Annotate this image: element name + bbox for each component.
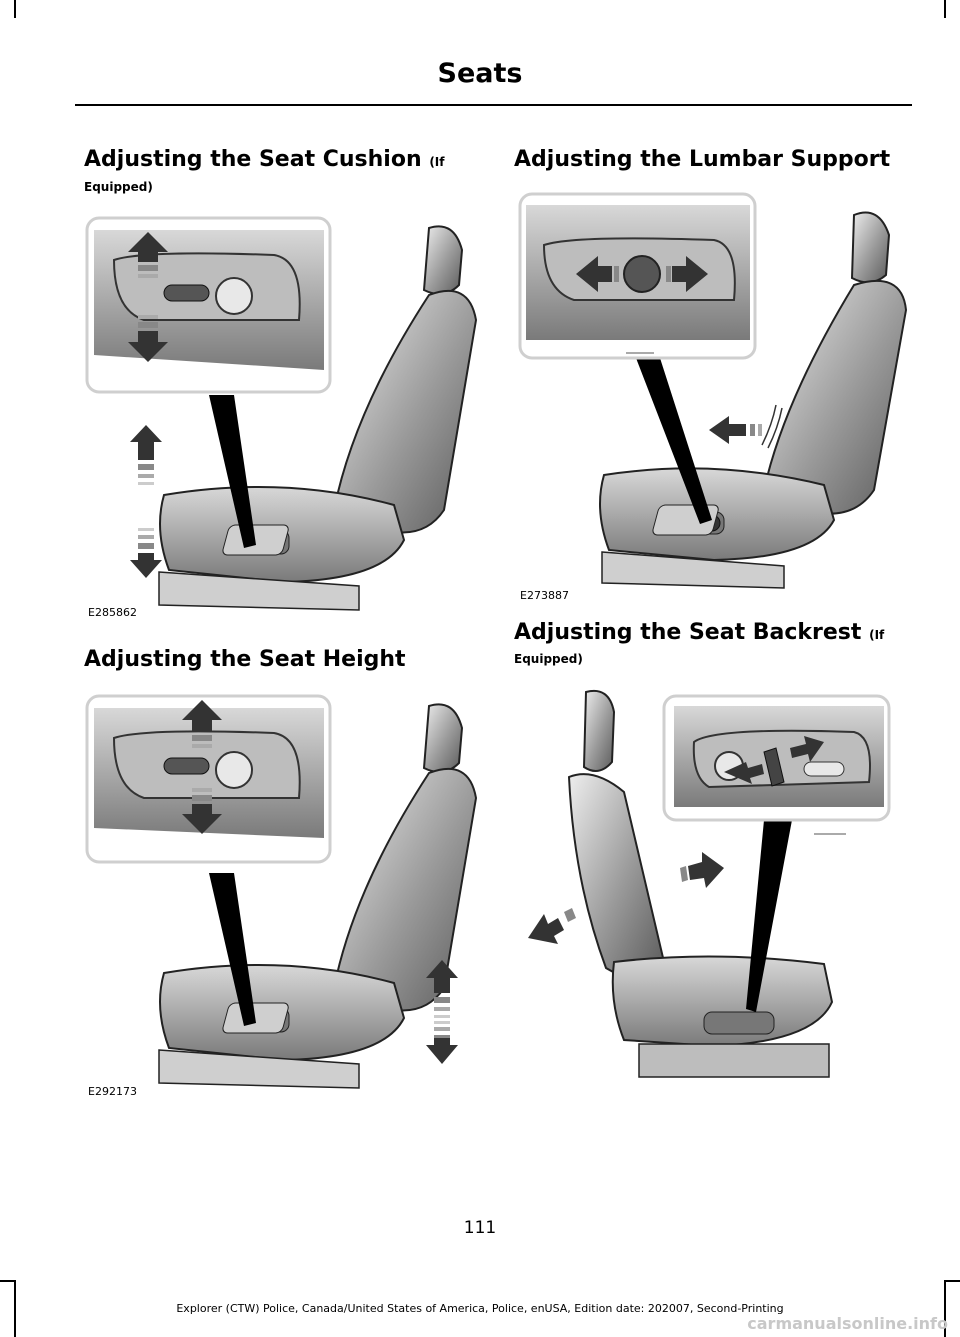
height-heading: Adjusting the Seat Height	[84, 647, 406, 672]
lumbar-heading: Adjusting the Lumbar Support	[514, 147, 891, 172]
page-number: 111	[463, 1218, 497, 1238]
cushion-heading-suffix: (If	[429, 155, 445, 169]
crop-mark-bottom-right-h	[944, 1280, 960, 1282]
height-figure-id: E292173	[88, 1085, 137, 1098]
cushion-figure-id: E285862	[88, 606, 137, 619]
crop-mark-top-left	[14, 0, 16, 18]
watermark: carmanualsonline.info	[747, 1314, 948, 1333]
backrest-heading-suffix: (If	[869, 628, 885, 642]
title-divider	[75, 104, 912, 106]
lumbar-figure	[514, 190, 910, 595]
backrest-heading-sub: Equipped)	[514, 652, 583, 666]
crop-mark-bottom-left-h	[0, 1280, 16, 1282]
backrest-figure	[514, 682, 910, 1102]
backrest-heading: Adjusting the Seat Backrest (If	[514, 619, 884, 649]
footer-text: Explorer (CTW) Police, Canada/United Sta…	[176, 1302, 784, 1315]
crop-mark-bottom-left-v	[14, 1280, 16, 1337]
cushion-figure	[84, 210, 480, 630]
crop-mark-top-right	[944, 0, 946, 18]
cushion-heading-text: Adjusting the Seat Cushion	[84, 147, 422, 172]
crop-mark-bottom-right-v	[944, 1280, 946, 1337]
cushion-heading: Adjusting the Seat Cushion (If	[84, 146, 444, 176]
page-title: Seats	[437, 58, 523, 89]
backrest-heading-text: Adjusting the Seat Backrest	[514, 620, 862, 645]
cushion-heading-sub: Equipped)	[84, 180, 153, 194]
height-figure	[84, 688, 480, 1108]
lumbar-figure-id: E273887	[520, 589, 569, 602]
